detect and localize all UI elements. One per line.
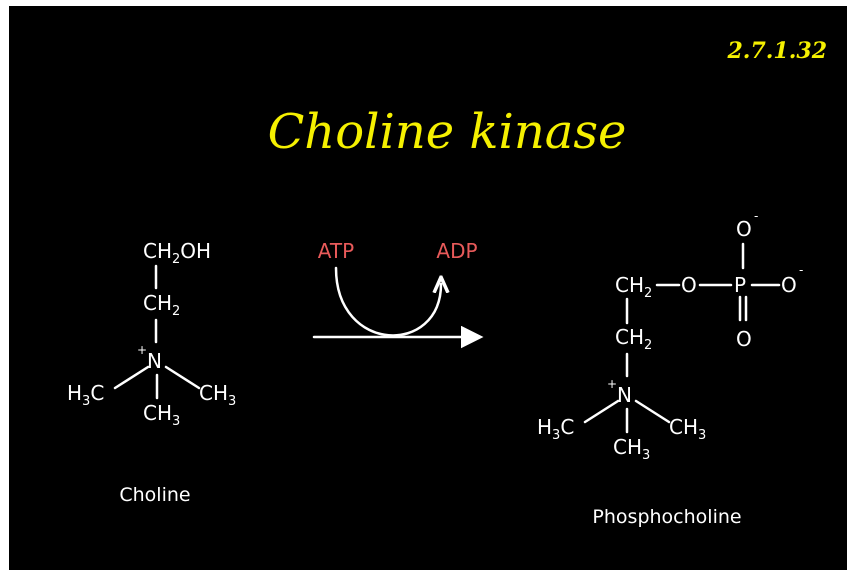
phosphocholine-o-bottom: O xyxy=(736,327,752,351)
phosphocholine-ch3-right-subscript: 3 xyxy=(698,428,706,443)
phosphocholine-bond-right xyxy=(634,399,671,424)
phosphocholine-structure: O - CH2 O P O - O CH2 + N H3C CH3 CH3 xyxy=(537,209,803,463)
choline-ch2oh-subscript: 2 xyxy=(172,252,180,267)
phosphocholine-ch2-top-ch: CH xyxy=(615,273,644,297)
choline-ch2-group: CH2 xyxy=(143,291,180,319)
phosphocholine-phosphorus: P xyxy=(734,273,746,297)
phosphocholine-ch2-subscript: 2 xyxy=(644,338,652,353)
phosphocholine-ch3-bottom: CH3 xyxy=(613,435,650,463)
choline-ch2oh-group: CH2OH xyxy=(143,239,211,267)
phosphocholine-h3c-c: C xyxy=(560,415,574,439)
choline-bond-right xyxy=(164,365,201,390)
phosphocholine-ch2-top: CH2 xyxy=(615,273,652,301)
reaction-arrow-group: ATP ADP xyxy=(312,239,484,349)
phosphocholine-ch2-top-subscript: 2 xyxy=(644,286,652,301)
reaction-diagram: 2.7.1.32 Choline kinase CH2OH CH2 + N H3… xyxy=(67,38,827,528)
atp-label: ATP xyxy=(318,239,354,263)
choline-ch2-subscript: 2 xyxy=(172,304,180,319)
phosphocholine-h3c-left: H3C xyxy=(537,415,574,443)
choline-label: Choline xyxy=(119,484,190,506)
choline-ch2oh-ch: CH xyxy=(143,239,172,263)
phosphocholine-bond-left xyxy=(583,399,620,424)
cofactor-curve-arrow xyxy=(334,266,441,337)
phosphocholine-o-right: O xyxy=(781,273,797,297)
choline-n-charge: + xyxy=(137,343,147,357)
phosphocholine-h3c-subscript: 3 xyxy=(552,428,560,443)
phosphocholine-ch3-right-ch: CH xyxy=(669,415,698,439)
choline-h3c-left: H3C xyxy=(67,381,104,409)
phosphocholine-ch2-ch: CH xyxy=(615,325,644,349)
choline-ch3-right-subscript: 3 xyxy=(228,394,236,409)
choline-h3c-c: C xyxy=(90,381,104,405)
phosphocholine-o-top: O xyxy=(736,217,752,241)
phosphocholine-ch3-bottom-ch: CH xyxy=(613,435,642,459)
choline-structure: CH2OH CH2 + N H3C CH3 CH3 xyxy=(67,239,236,429)
phosphocholine-h3c-h: H xyxy=(537,415,552,439)
choline-h3c-subscript: 3 xyxy=(82,394,90,409)
choline-ch3-bottom-subscript: 3 xyxy=(172,414,180,429)
phosphocholine-ch3-right: CH3 xyxy=(669,415,706,443)
adp-label: ADP xyxy=(436,239,477,263)
page-title: Choline kinase xyxy=(268,104,627,160)
phosphocholine-o-right-charge: - xyxy=(799,263,803,277)
choline-ch3-bottom: CH3 xyxy=(143,401,180,429)
choline-bond-left xyxy=(113,365,150,390)
choline-h3c-h: H xyxy=(67,381,82,405)
slide-panel: 2.7.1.32 Choline kinase CH2OH CH2 + N H3… xyxy=(9,6,847,570)
phosphocholine-nitrogen: N xyxy=(617,383,632,407)
choline-ch2-ch: CH xyxy=(143,291,172,315)
choline-ch3-bottom-ch: CH xyxy=(143,401,172,425)
phosphocholine-o-top-charge: - xyxy=(754,209,758,223)
choline-nitrogen: N xyxy=(147,349,162,373)
choline-ch2oh-oh: OH xyxy=(180,239,211,263)
phosphocholine-label: Phosphocholine xyxy=(592,506,741,528)
choline-ch3-right: CH3 xyxy=(199,381,236,409)
ec-number: 2.7.1.32 xyxy=(726,38,827,64)
phosphocholine-o-bridge: O xyxy=(681,273,697,297)
phosphocholine-ch2-group: CH2 xyxy=(615,325,652,353)
phosphocholine-ch3-bottom-subscript: 3 xyxy=(642,448,650,463)
choline-ch3-right-ch: CH xyxy=(199,381,228,405)
phosphocholine-n-charge: + xyxy=(607,377,617,391)
